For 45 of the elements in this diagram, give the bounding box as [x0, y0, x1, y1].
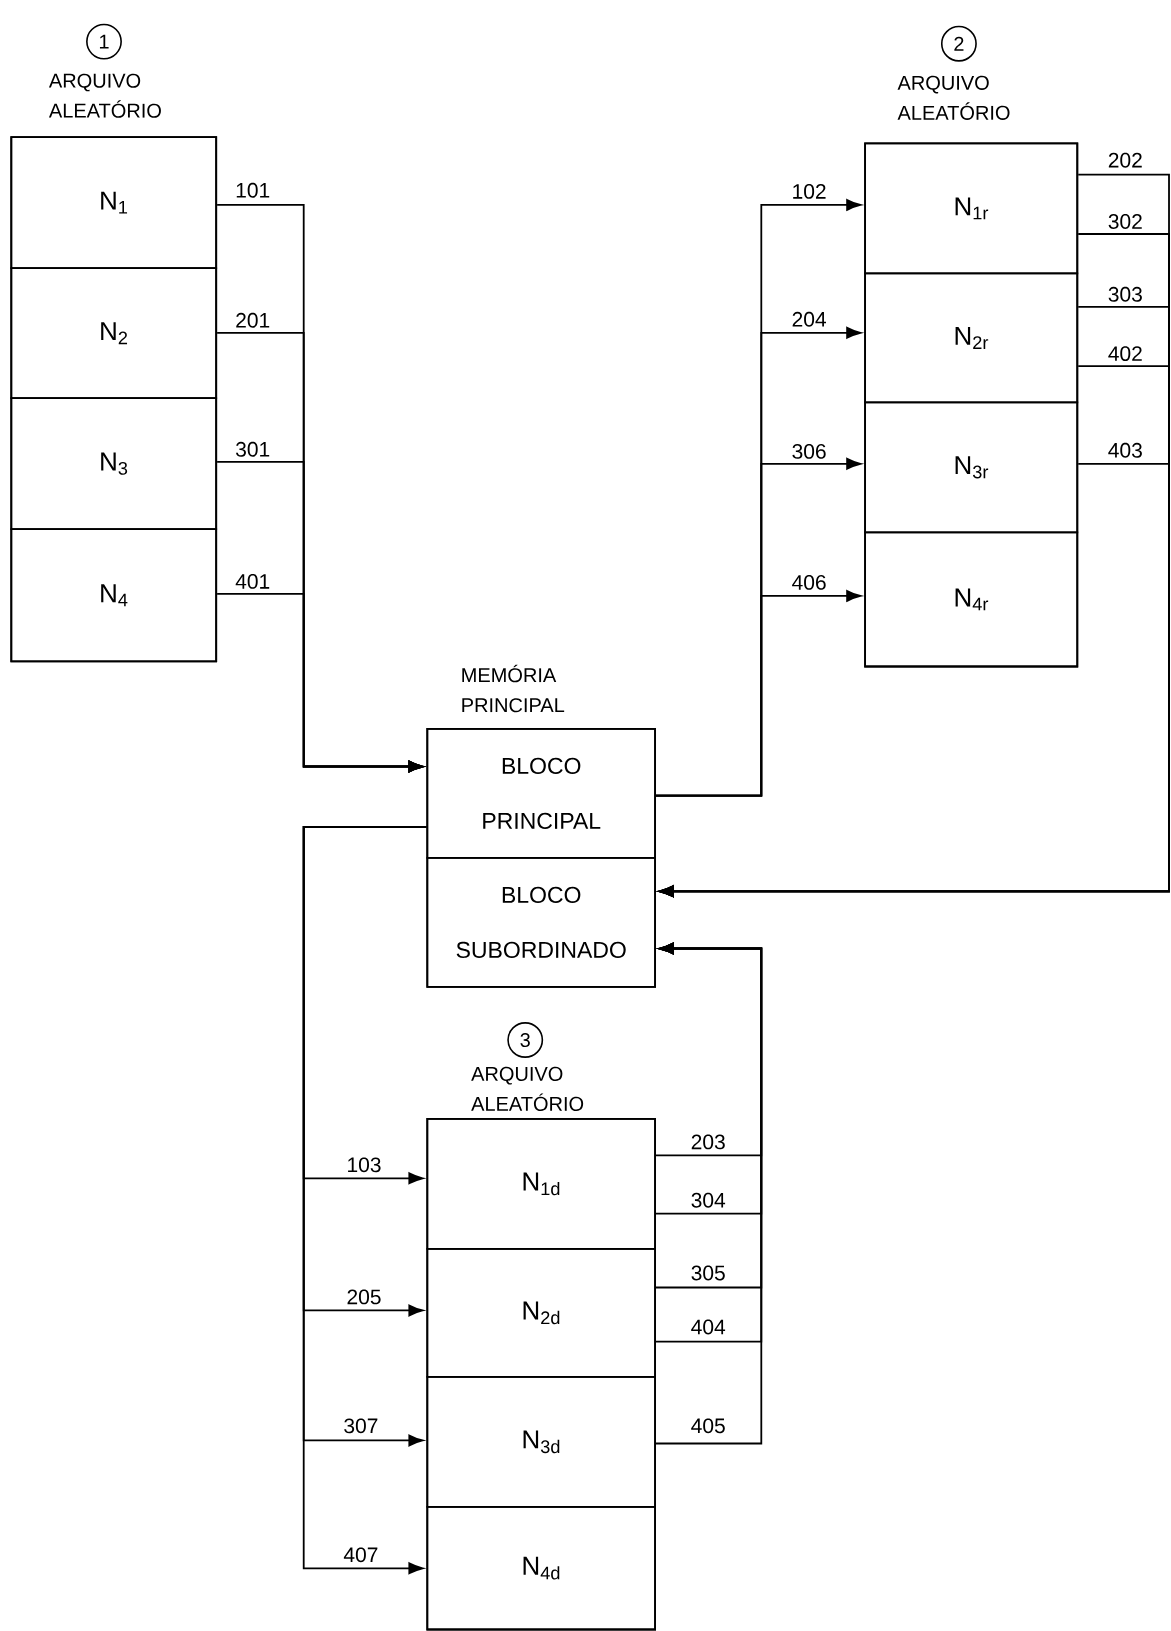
record-box: N$_{3}$ — [10, 397, 218, 531]
record-box: N$_{4r}$ — [864, 531, 1079, 668]
edge-label: 407 — [342, 1546, 380, 1564]
edge-label: 204 — [790, 310, 828, 328]
block-box: BLOCO SUBORDINADO — [426, 857, 656, 988]
edge-label: 203 — [689, 1133, 727, 1151]
edge-label: 403 — [1106, 441, 1144, 459]
connector-line — [655, 590, 862, 797]
connector-line — [216, 592, 424, 773]
edge-label: 302 — [1106, 213, 1144, 230]
record-box: N$_{2d}$ — [426, 1248, 656, 1378]
edge-label: 402 — [1106, 345, 1144, 363]
connector-line — [655, 942, 763, 1445]
heading: MEMÓRIA PRINCIPAL — [462, 664, 565, 713]
edge-label: 102 — [790, 182, 828, 200]
edge-label: 101 — [234, 181, 272, 199]
heading: ARQUIVO ALEATÓRIO — [897, 75, 1010, 120]
record-box: N$_{1r}$ — [864, 142, 1079, 275]
edge-label: 305 — [689, 1264, 727, 1282]
edge-label: 304 — [689, 1191, 727, 1209]
record-box: N$_{2r}$ — [864, 272, 1079, 404]
edge-label: 301 — [234, 440, 272, 458]
edge-label: 205 — [345, 1288, 383, 1306]
heading: ARQUIVO ALEATÓRIO — [48, 73, 161, 118]
record-box: N$_{3d}$ — [426, 1375, 656, 1508]
record-box: N$_{1}$ — [10, 136, 218, 269]
edge-label: 405 — [689, 1417, 727, 1435]
edge-label: 406 — [790, 574, 828, 591]
heading: ARQUIVO ALEATÓRIO — [471, 1066, 584, 1111]
edge-label: 103 — [345, 1156, 383, 1174]
connector-line — [658, 462, 1170, 898]
record-box: N$_{2}$ — [10, 267, 218, 400]
edge-label: 306 — [790, 443, 828, 460]
connector-line — [302, 825, 428, 1575]
record-box: N$_{4}$ — [10, 528, 218, 663]
record-box: N$_{3r}$ — [864, 401, 1079, 534]
edge-label: 202 — [1106, 151, 1144, 169]
edge-label: 201 — [234, 311, 272, 329]
edge-label: 303 — [1106, 285, 1144, 303]
edge-label: 404 — [689, 1318, 727, 1336]
edge-label: 307 — [342, 1417, 380, 1435]
block-box: BLOCO PRINCIPAL — [426, 728, 656, 859]
record-box: N$_{1d}$ — [426, 1118, 656, 1250]
edge-label: 401 — [234, 573, 272, 590]
record-box: N$_{4d}$ — [426, 1505, 656, 1631]
